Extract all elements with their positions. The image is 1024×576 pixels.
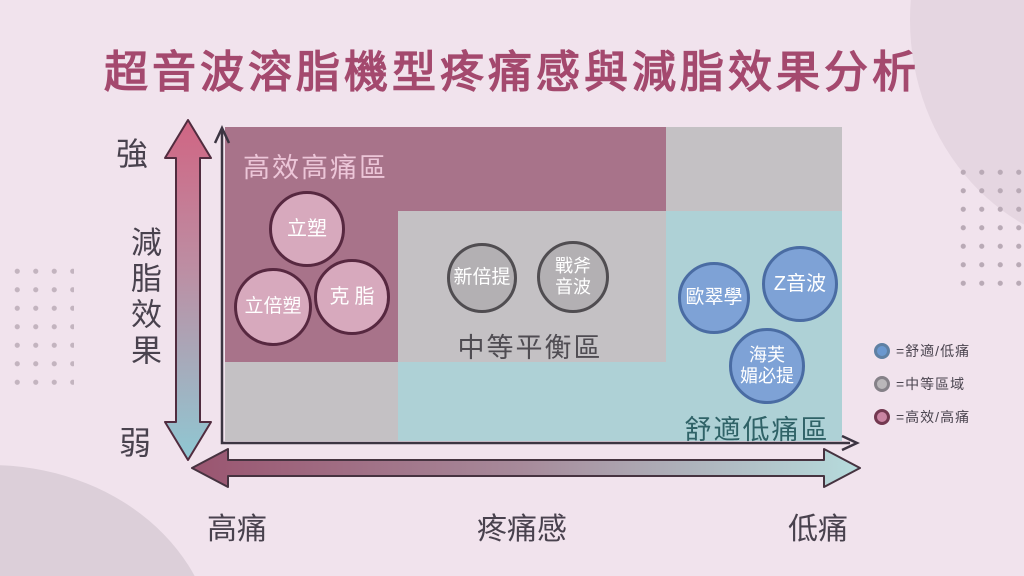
machine-circle-zhanfu: 戰斧 音波: [537, 241, 609, 313]
y-axis-title: 減脂效果: [126, 226, 161, 370]
gradient-arrow-horizontal-icon: [191, 448, 861, 488]
x-axis-title: 疼痛感: [477, 513, 567, 546]
legend-item-medium: =中等區域: [874, 374, 970, 394]
legend-item-high-pain: =高效/高痛: [874, 407, 970, 427]
dot-grid-right: [954, 163, 1024, 295]
zone-label-medium: 中等平衡區: [457, 333, 603, 363]
machine-circle-liposonix: 立塑: [269, 191, 345, 267]
legend-pink-dot-icon: [874, 409, 890, 425]
zone-mid-center: [398, 211, 666, 362]
legend-label: =高效/高痛: [896, 409, 971, 425]
legend-blue-dot-icon: [874, 343, 890, 359]
dot-grid-left: [8, 262, 74, 390]
legend-gray-dot-icon: [874, 376, 890, 392]
legend-label: =中等區域: [896, 376, 966, 392]
y-axis-max-label: 強: [116, 136, 149, 172]
machine-circle-xinbeiti: 新倍提: [447, 243, 517, 313]
machine-circle-libeisu: 立倍塑: [234, 268, 312, 346]
zone-mid-bottom-left: [225, 362, 398, 441]
machine-circle-haifu: 海芙 媚必提: [729, 328, 805, 404]
machine-circle-kezhi: 克脂: [314, 259, 390, 335]
gradient-arrow-vertical-icon: [164, 119, 212, 461]
legend-label: =舒適/低痛: [896, 343, 971, 359]
zone-label-low-pain: 舒適低痛區: [684, 415, 830, 445]
machine-circle-zwave: Z音波: [762, 246, 838, 322]
legend-item-comfort: =舒適/低痛: [874, 341, 970, 361]
machine-circle-outsui: 歐翠學: [678, 262, 750, 334]
zone-mid-top-right: [666, 127, 842, 211]
zone-label-high-pain: 高效高痛區: [243, 153, 388, 183]
x-axis-right-label: 低痛: [788, 513, 848, 546]
x-axis-left-label: 高痛: [207, 513, 267, 546]
legend: =舒適/低痛 =中等區域 =高效/高痛: [874, 341, 970, 440]
y-axis-min-label: 弱: [119, 425, 152, 461]
page-title: 超音波溶脂機型疼痛感與減脂效果分析: [104, 48, 920, 97]
